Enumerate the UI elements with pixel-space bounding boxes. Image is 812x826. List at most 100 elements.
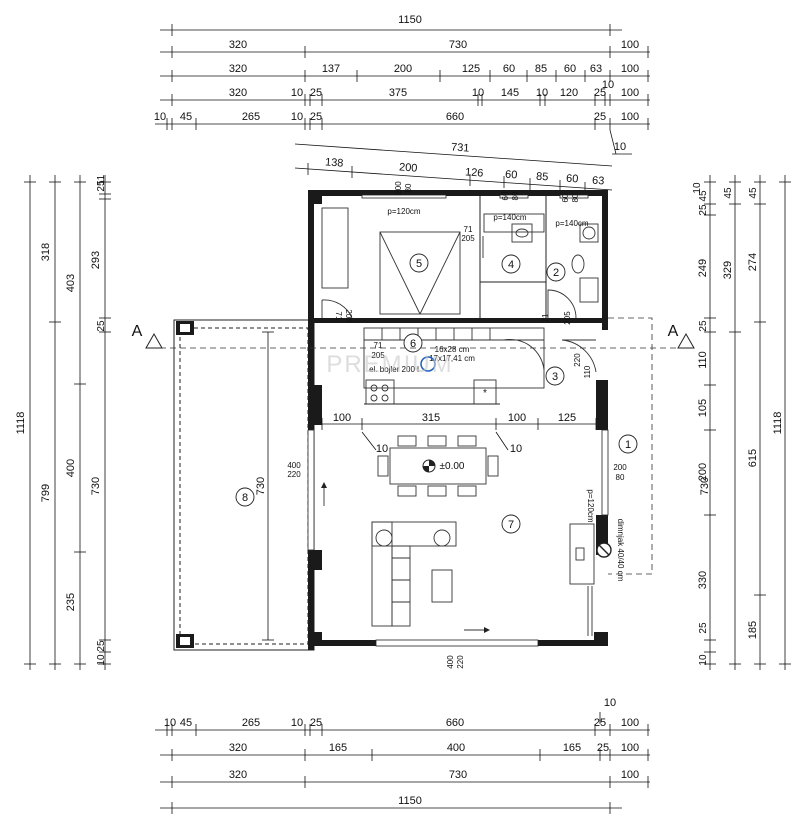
left-dim-4-c: 293 xyxy=(90,251,102,269)
bottom-dim-1-e: 10 xyxy=(291,717,303,729)
top-dim-3-i: 100 xyxy=(621,63,639,75)
right-dim-3-d: 615 xyxy=(747,449,759,467)
skew-dim-a: 138 xyxy=(325,156,344,169)
top-dim-2-b: 730 xyxy=(449,39,467,51)
top-dim-5-c: 265 xyxy=(242,111,260,123)
stair-step-label: 16x28 cm xyxy=(435,345,470,354)
window-right-height: 80 xyxy=(616,473,625,482)
top-dim-3-d: 125 xyxy=(462,63,480,75)
skew-dim-b: 200 xyxy=(399,161,418,174)
door-room3-width: 220 xyxy=(573,353,582,367)
interior-dim-f: 10 xyxy=(510,443,522,455)
stair-rise-label: 17x17,41 cm xyxy=(429,354,475,363)
door-room6-width: 71 xyxy=(374,341,383,350)
bottom-dim-2-d: 165 xyxy=(563,742,581,754)
top-dim-3-g: 60 xyxy=(564,63,576,75)
door-left-width: 400 xyxy=(287,461,301,470)
skew-dim-e: 85 xyxy=(536,171,549,184)
bottom-dim-3-b: 730 xyxy=(449,769,467,781)
interior-dim-b: 315 xyxy=(422,412,440,424)
door-room4-width: 71 xyxy=(464,225,473,234)
room-2: 2 71 205 xyxy=(511,223,599,325)
right-dim-3-c: 1118 xyxy=(772,412,784,435)
room-5-label: 5 xyxy=(416,258,422,270)
door-room4-height: 205 xyxy=(461,234,475,243)
bottom-dim-total: 1150 xyxy=(398,795,422,807)
room-3: 3 220 110 xyxy=(545,339,597,386)
right-dimensions: 10 45 25 249 25 110 105 200 330 25 10 45… xyxy=(692,175,791,670)
bottom-dim-2-c: 400 xyxy=(447,742,465,754)
room-4: 4 71 205 xyxy=(461,213,545,274)
right-dim-1-i: 330 xyxy=(697,571,709,589)
window-1-sill: p=120cm xyxy=(387,207,420,216)
skew-dim-c: 126 xyxy=(465,166,484,179)
top-dim-4-b: 10 xyxy=(291,87,303,99)
left-dimensions: 1118 318 799 403 400 235 25 11 293 25 73… xyxy=(15,174,111,670)
door-bottom-width: 400 xyxy=(446,655,455,669)
left-dim-total: 1118 xyxy=(15,412,27,435)
top-dim-5-b: 45 xyxy=(180,111,192,123)
left-dim-2-b: 799 xyxy=(40,484,52,502)
left-dim-4-d: 25 xyxy=(96,320,107,332)
right-dim-2-c: 730 xyxy=(699,477,711,495)
top-dim-4-f: 145 xyxy=(501,87,519,99)
interior-dim-d: 125 xyxy=(558,412,576,424)
top-dim-3-f: 85 xyxy=(535,63,547,75)
bottom-dim-2-b: 165 xyxy=(329,742,347,754)
room-5: 5 71 205 xyxy=(321,207,461,323)
room-1: 1 200 80 p=120cm dimnjak 40/40 cm xyxy=(586,317,653,582)
top-dim-3-e: 60 xyxy=(503,63,515,75)
top-dim-3-b: 137 xyxy=(322,63,340,75)
bottom-dim-3-c: 100 xyxy=(621,769,639,781)
top-dim-4-k: 100 xyxy=(621,87,639,99)
door-room6-height: 205 xyxy=(371,351,385,360)
top-dim-4-d: 375 xyxy=(389,87,407,99)
terrace: 730 xyxy=(173,319,315,651)
right-dim-3-e: 185 xyxy=(747,621,759,639)
window-right-width: 200 xyxy=(613,463,627,472)
right-dim-1-a: 10 xyxy=(692,182,703,194)
door-left-height: 220 xyxy=(287,470,301,479)
watermark: PREMIUM xyxy=(326,351,453,378)
section-mark-left: A xyxy=(132,323,143,340)
terrace-width-label: 730 xyxy=(255,477,267,495)
top-dim-3-a: 320 xyxy=(229,63,247,75)
door-room2-height: 205 xyxy=(563,311,572,325)
top-dim-5-h: 100 xyxy=(621,111,639,123)
right-dim-1-j: 25 xyxy=(698,622,709,634)
left-dim-4-a: 25 xyxy=(96,180,107,192)
boiler-label: el. bojler 200 l xyxy=(369,365,419,374)
bottom-dimensions: 10 10 45 265 10 25 660 25 100 320 165 40… xyxy=(155,697,650,814)
bottom-dim-2-a: 320 xyxy=(229,742,247,754)
top-dim-5-e: 25 xyxy=(310,111,322,123)
door-bottom-height: 220 xyxy=(456,655,465,669)
window-3-width: 60 xyxy=(561,193,570,202)
window-1-width: 200 xyxy=(394,181,403,195)
window-3-height: 80 xyxy=(571,193,580,202)
skew-dim-g: 63 xyxy=(592,175,605,188)
top-dim-2-a: 320 xyxy=(229,39,247,51)
left-dim-2-a: 318 xyxy=(40,243,52,261)
interior-dim-c: 100 xyxy=(508,412,526,424)
top-dim-4-c: 25 xyxy=(310,87,322,99)
bottom-dim-3-a: 320 xyxy=(229,769,247,781)
room-4-label: 4 xyxy=(508,259,514,271)
section-line: A A xyxy=(132,323,695,349)
left-dim-4-b: 11 xyxy=(96,174,107,185)
top-dim-2-c: 100 xyxy=(621,39,639,51)
bottom-dim-2-e: 25 xyxy=(597,742,609,754)
window-1-height: 80 xyxy=(404,183,413,192)
right-dim-3-b: 274 xyxy=(747,253,759,271)
right-dim-2-a: 45 xyxy=(723,187,734,199)
window-2-sill: p=140cm xyxy=(493,213,526,222)
top-dim-4-i: 25 xyxy=(594,87,606,99)
window-right-sill: p=120cm xyxy=(586,489,595,522)
left-dim-4-g: 10 xyxy=(96,654,107,666)
right-dim-1-f: 110 xyxy=(697,351,709,369)
room-3-label: 3 xyxy=(552,371,558,383)
bottom-dim-1-i: 100 xyxy=(621,717,639,729)
interior-dim-a: 100 xyxy=(333,412,351,424)
bottom-dim-1-g: 660 xyxy=(446,717,464,729)
right-dim-1-e: 25 xyxy=(698,320,709,332)
top-dim-4-h: 120 xyxy=(560,87,578,99)
